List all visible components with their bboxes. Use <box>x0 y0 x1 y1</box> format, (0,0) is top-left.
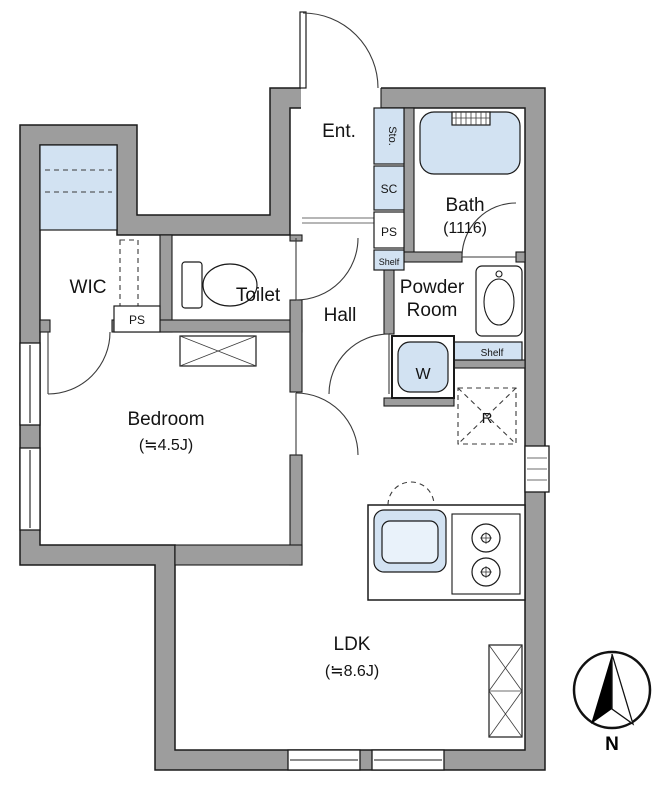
wall-segment <box>159 234 173 333</box>
wic-door-arc <box>47 331 111 395</box>
bedroom-label: Bedroom <box>127 409 204 430</box>
powder-room-label-line2: Room <box>407 300 458 321</box>
toilet-label: Toilet <box>236 285 281 306</box>
shelf-upper-label: Shelf <box>379 257 400 267</box>
wic-label: WIC <box>70 277 107 298</box>
ldk-size-label: (≒8.6J) <box>325 663 379 680</box>
refrigerator-label: R <box>482 410 493 427</box>
bath-door-arc <box>461 202 517 258</box>
toilet-tank <box>181 261 203 309</box>
wic-dashed-unit <box>119 239 139 311</box>
bathtub <box>419 111 521 175</box>
fridge-cross <box>457 387 517 445</box>
wall-segment <box>403 251 463 263</box>
wall-segment <box>174 544 303 566</box>
storage-label: Sto. <box>386 126 398 146</box>
room-labels: WIC PS Toilet Ent. Sto. SC PS Shelf Bath… <box>70 121 504 680</box>
wic-counter <box>39 144 118 231</box>
toilet-fixture <box>181 261 258 309</box>
vanity-faucet <box>495 270 503 278</box>
storage-box <box>373 107 405 165</box>
washing-machine <box>391 335 455 399</box>
doors <box>47 11 517 456</box>
closet-hatch-box <box>179 335 257 367</box>
windows <box>19 342 550 771</box>
entrance-opening <box>301 86 381 110</box>
north-label: N <box>605 734 619 755</box>
shelf-lower-label: Shelf <box>481 348 504 359</box>
compass-needle-dark <box>591 654 612 724</box>
pipe-space-box-left <box>113 305 161 333</box>
powder-room-label-line1: Powder <box>400 277 465 298</box>
vanity-body <box>475 265 523 337</box>
washer-label: W <box>415 366 431 383</box>
shelf-box-upper <box>373 249 405 271</box>
pipe-space-box <box>373 211 405 249</box>
vanity-basin <box>483 278 515 326</box>
shaft-cross <box>488 644 523 692</box>
wall-segment <box>383 397 455 407</box>
wall-segment <box>453 359 526 369</box>
entrance-door-arc <box>302 12 379 89</box>
vanity-sink <box>475 265 523 337</box>
toilet-door-arc <box>295 237 359 301</box>
wall-segment <box>515 251 526 263</box>
fridge-outline <box>457 387 517 445</box>
wall-segment <box>403 107 415 259</box>
kitchen-sink-bowl <box>381 520 439 564</box>
kitchen-counter <box>367 481 526 601</box>
ps-left-label: PS <box>129 313 145 327</box>
wall-segment <box>39 319 51 333</box>
compass-needle-light <box>611 653 635 726</box>
sink-swing-arc <box>387 481 435 506</box>
wall-segment <box>289 299 303 393</box>
entrance-label: Ent. <box>322 121 356 142</box>
powder-door-arc <box>328 333 390 395</box>
bath-size-label: (1116) <box>443 220 487 237</box>
toilet-bowl <box>202 263 258 307</box>
bedroom-door-arc <box>295 392 359 456</box>
hall-label: Hall <box>324 305 357 326</box>
entrance-door-leaf <box>299 11 307 89</box>
shaft-cross <box>488 690 523 738</box>
shoe-closet-label: SC <box>381 182 398 196</box>
washer-body <box>397 341 449 393</box>
stove-outline <box>451 513 521 595</box>
ps-right-label: PS <box>381 225 397 239</box>
bath-label: Bath <box>445 195 484 216</box>
ldk-label: LDK <box>334 634 371 655</box>
bedroom-size-label: (≒4.5J) <box>139 437 193 454</box>
shoe-closet-box <box>373 165 405 211</box>
refrigerator-space <box>457 387 517 445</box>
north-compass: N <box>572 650 652 755</box>
closet-cross <box>179 335 257 367</box>
shaft-hatch-box <box>488 644 523 738</box>
wall-segment <box>383 259 395 335</box>
